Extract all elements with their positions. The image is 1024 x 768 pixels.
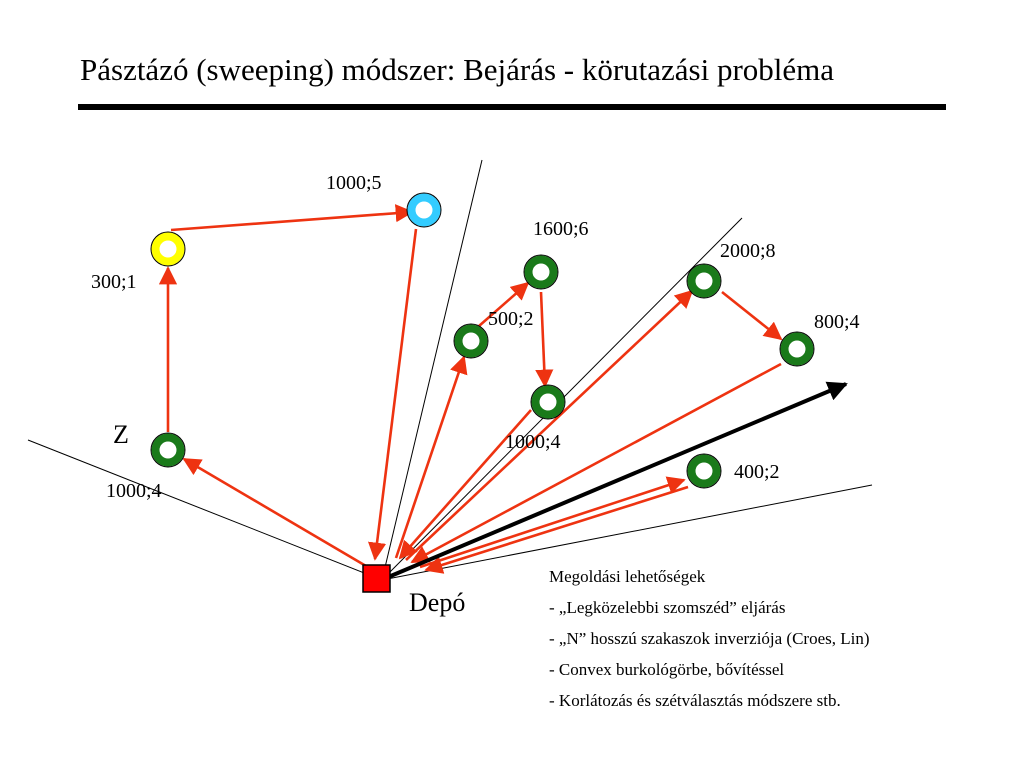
page-title: Pásztázó (sweeping) módszer: Bejárás - k… bbox=[80, 52, 835, 87]
node-2000-8: 2000;8 bbox=[686, 240, 776, 299]
node-label: 1600;6 bbox=[533, 218, 589, 240]
route-edges bbox=[158, 204, 783, 574]
node-ring bbox=[780, 332, 814, 366]
edge-1000-4-to-depot bbox=[398, 409, 532, 560]
node-ring bbox=[454, 324, 488, 358]
node-ring bbox=[531, 385, 565, 419]
node-1000-4: 1000;4 bbox=[505, 384, 566, 453]
node-border bbox=[530, 384, 566, 420]
node-border bbox=[406, 192, 442, 228]
node-border bbox=[523, 254, 559, 290]
edge-1600-6-to-1000-4 bbox=[535, 291, 554, 388]
sector-line-upper bbox=[381, 159, 483, 581]
node-ring bbox=[151, 433, 185, 467]
edge-300-1-to-1000-5 bbox=[170, 204, 414, 232]
title-underline bbox=[78, 104, 946, 110]
edge-depot-to-z bbox=[182, 457, 367, 568]
node-label: 300;1 bbox=[91, 271, 137, 293]
node-label: 800;4 bbox=[814, 311, 860, 333]
node-border bbox=[150, 231, 186, 267]
sector-line-left bbox=[27, 439, 383, 581]
solution-notes: Megoldási lehetőségek - „Legközelebbi sz… bbox=[549, 566, 870, 721]
node-ring bbox=[687, 264, 721, 298]
node-label: 400;2 bbox=[734, 461, 780, 483]
node-border bbox=[150, 432, 186, 468]
edge-800-4-to-depot bbox=[410, 362, 782, 564]
note-item: - Korlátozás és szétválasztás módszere s… bbox=[549, 691, 841, 710]
note-item: - „Legközelebbi szomszéd” eljárás bbox=[549, 598, 786, 617]
node-label: 1000;5 bbox=[326, 172, 382, 194]
note-item: - „N” hosszú szakaszok inverziója (Croes… bbox=[549, 629, 870, 648]
edge-400-2-to-depot bbox=[424, 485, 689, 574]
edge-500-2-to-1600-6 bbox=[478, 281, 530, 327]
edge-depot-to-400-2 bbox=[419, 476, 686, 569]
sweep-direction-arrow bbox=[385, 381, 848, 580]
node-ring bbox=[407, 193, 441, 227]
node-extra-label: Z bbox=[113, 420, 129, 449]
node-border bbox=[686, 453, 722, 489]
edge-depot-to-2000-8 bbox=[405, 289, 694, 561]
sector-line-right bbox=[381, 484, 873, 581]
depot-label: Depó bbox=[409, 588, 465, 617]
node-label: 1000;4 bbox=[106, 480, 162, 502]
node-border bbox=[686, 263, 722, 299]
node-ring bbox=[524, 255, 558, 289]
node-1000-5: 1000;5 bbox=[326, 172, 442, 228]
depot-marker bbox=[362, 564, 391, 593]
node-label: 1000;4 bbox=[505, 431, 561, 453]
node-label: 500;2 bbox=[488, 308, 534, 330]
node-300-1: 300;1 bbox=[91, 231, 186, 293]
edge-depot-to-500-2 bbox=[394, 355, 468, 559]
node-border bbox=[453, 323, 489, 359]
node-1600-6: 1600;6 bbox=[523, 218, 589, 290]
node-ring bbox=[687, 454, 721, 488]
edge-1000-5-to-depot bbox=[367, 228, 418, 561]
node-800-4: 800;4 bbox=[779, 311, 860, 367]
node-border bbox=[779, 331, 815, 367]
node-400-2: 400;2 bbox=[686, 453, 780, 489]
node-z: Z 1000;4 bbox=[106, 420, 186, 502]
node-label: 2000;8 bbox=[720, 240, 776, 262]
note-item: - Convex burkológörbe, bővítéssel bbox=[549, 660, 785, 679]
node-ring bbox=[151, 232, 185, 266]
node-500-2: 500;2 bbox=[453, 308, 534, 359]
edge-2000-8-to-800-4 bbox=[721, 290, 783, 341]
notes-heading: Megoldási lehetőségek bbox=[549, 567, 706, 586]
